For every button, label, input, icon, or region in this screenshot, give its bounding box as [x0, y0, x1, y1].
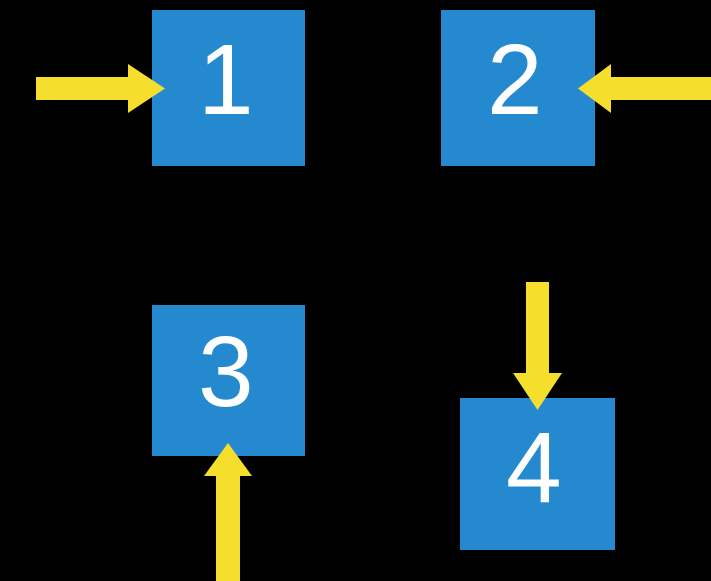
node-box-1[interactable] — [152, 10, 305, 166]
node-label-3: 3 — [198, 316, 254, 428]
node-box-2[interactable] — [441, 10, 595, 166]
arrow-left-icon — [578, 63, 711, 113]
arrow-right-icon — [36, 63, 165, 113]
node-box-3[interactable] — [152, 305, 305, 456]
arrow-up-shape — [204, 443, 252, 581]
arrow-right-shape — [36, 63, 165, 113]
arrow-left-shape — [578, 63, 711, 113]
node-label-2: 2 — [487, 24, 543, 136]
arrow-down-shape — [512, 282, 562, 410]
arrow-up-icon — [204, 443, 252, 581]
node-box-4[interactable] — [460, 398, 615, 550]
arrow-down-icon — [512, 282, 562, 410]
node-label-1: 1 — [198, 24, 254, 136]
node-label-4: 4 — [506, 412, 562, 524]
